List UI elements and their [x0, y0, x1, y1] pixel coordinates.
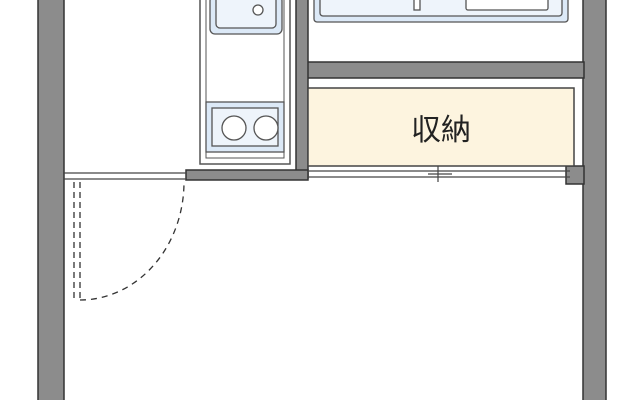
storage-right-wall	[565, 165, 585, 185]
kitchen-base-wall	[185, 169, 309, 181]
right-exterior-wall	[582, 0, 607, 400]
storage-sliding-door	[308, 166, 570, 182]
exterior-walls	[37, 0, 607, 400]
entrance-door-swing	[73, 181, 185, 301]
kitchen-partition-wall	[295, 0, 309, 179]
bath-lower-wall	[299, 61, 585, 79]
kitchen-sink-icon	[209, 0, 283, 35]
storage-label: 収納	[411, 113, 471, 148]
entrance-threshold	[64, 172, 186, 180]
storage-closet	[307, 87, 575, 167]
two-burner-stove-icon	[205, 101, 285, 153]
bathtub-icon	[313, 0, 569, 23]
left-exterior-wall	[37, 0, 65, 400]
